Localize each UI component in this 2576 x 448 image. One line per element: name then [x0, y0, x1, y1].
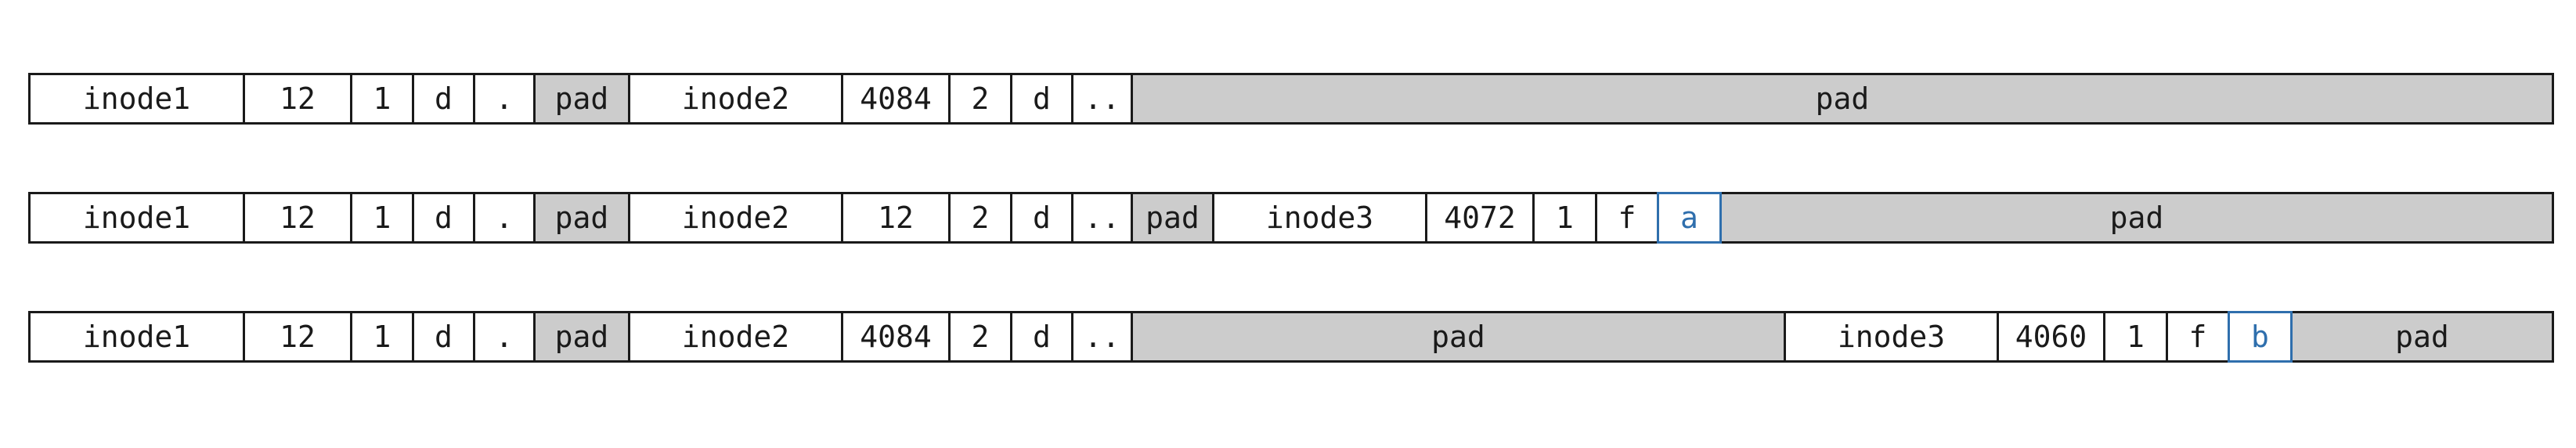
field-cell-inode3: inode3	[1784, 311, 1999, 363]
field-cell-dot: ..	[1071, 311, 1133, 363]
pad-cell: pad	[1131, 73, 2554, 125]
field-cell-2: 2	[948, 73, 1012, 125]
field-cell-inode1: inode1	[28, 311, 245, 363]
field-cell-1: 1	[350, 311, 414, 363]
field-cell-inode1: inode1	[28, 192, 245, 244]
field-cell-2: 2	[948, 311, 1012, 363]
field-cell-1: 1	[350, 73, 414, 125]
field-cell-1: 1	[2103, 311, 2168, 363]
field-cell-4072: 4072	[1425, 192, 1535, 244]
pad-cell: pad	[1131, 311, 1786, 363]
field-cell-inode3: inode3	[1212, 192, 1427, 244]
field-cell-dot: .	[473, 73, 536, 125]
name-cell-a: a	[1657, 192, 1722, 244]
pad-cell: pad	[533, 192, 630, 244]
field-cell-d: d	[412, 73, 475, 125]
field-cell-dot: .	[473, 192, 536, 244]
field-cell-f: f	[2166, 311, 2230, 363]
field-cell-dot: .	[473, 311, 536, 363]
field-cell-12: 12	[841, 192, 951, 244]
field-cell-1: 1	[1532, 192, 1597, 244]
field-cell-inode1: inode1	[28, 73, 245, 125]
field-cell-12: 12	[243, 192, 352, 244]
field-cell-inode2: inode2	[628, 73, 843, 125]
field-cell-4060: 4060	[1997, 311, 2105, 363]
field-cell-4084: 4084	[841, 73, 951, 125]
field-cell-12: 12	[243, 73, 352, 125]
pad-cell: pad	[2290, 311, 2554, 363]
field-cell-12: 12	[243, 311, 352, 363]
pad-cell: pad	[1131, 192, 1214, 244]
field-cell-d: d	[1010, 192, 1073, 244]
pad-cell: pad	[1719, 192, 2554, 244]
field-cell-inode2: inode2	[628, 192, 843, 244]
field-cell-d: d	[412, 311, 475, 363]
pad-cell: pad	[533, 73, 630, 125]
pad-cell: pad	[533, 311, 630, 363]
field-cell-inode2: inode2	[628, 311, 843, 363]
field-cell-dot: ..	[1071, 73, 1133, 125]
field-cell-d: d	[1010, 73, 1073, 125]
field-cell-dot: ..	[1071, 192, 1133, 244]
field-cell-2: 2	[948, 192, 1012, 244]
name-cell-b: b	[2228, 311, 2293, 363]
field-cell-1: 1	[350, 192, 414, 244]
field-cell-d: d	[412, 192, 475, 244]
field-cell-f: f	[1595, 192, 1659, 244]
field-cell-4084: 4084	[841, 311, 951, 363]
field-cell-d: d	[1010, 311, 1073, 363]
